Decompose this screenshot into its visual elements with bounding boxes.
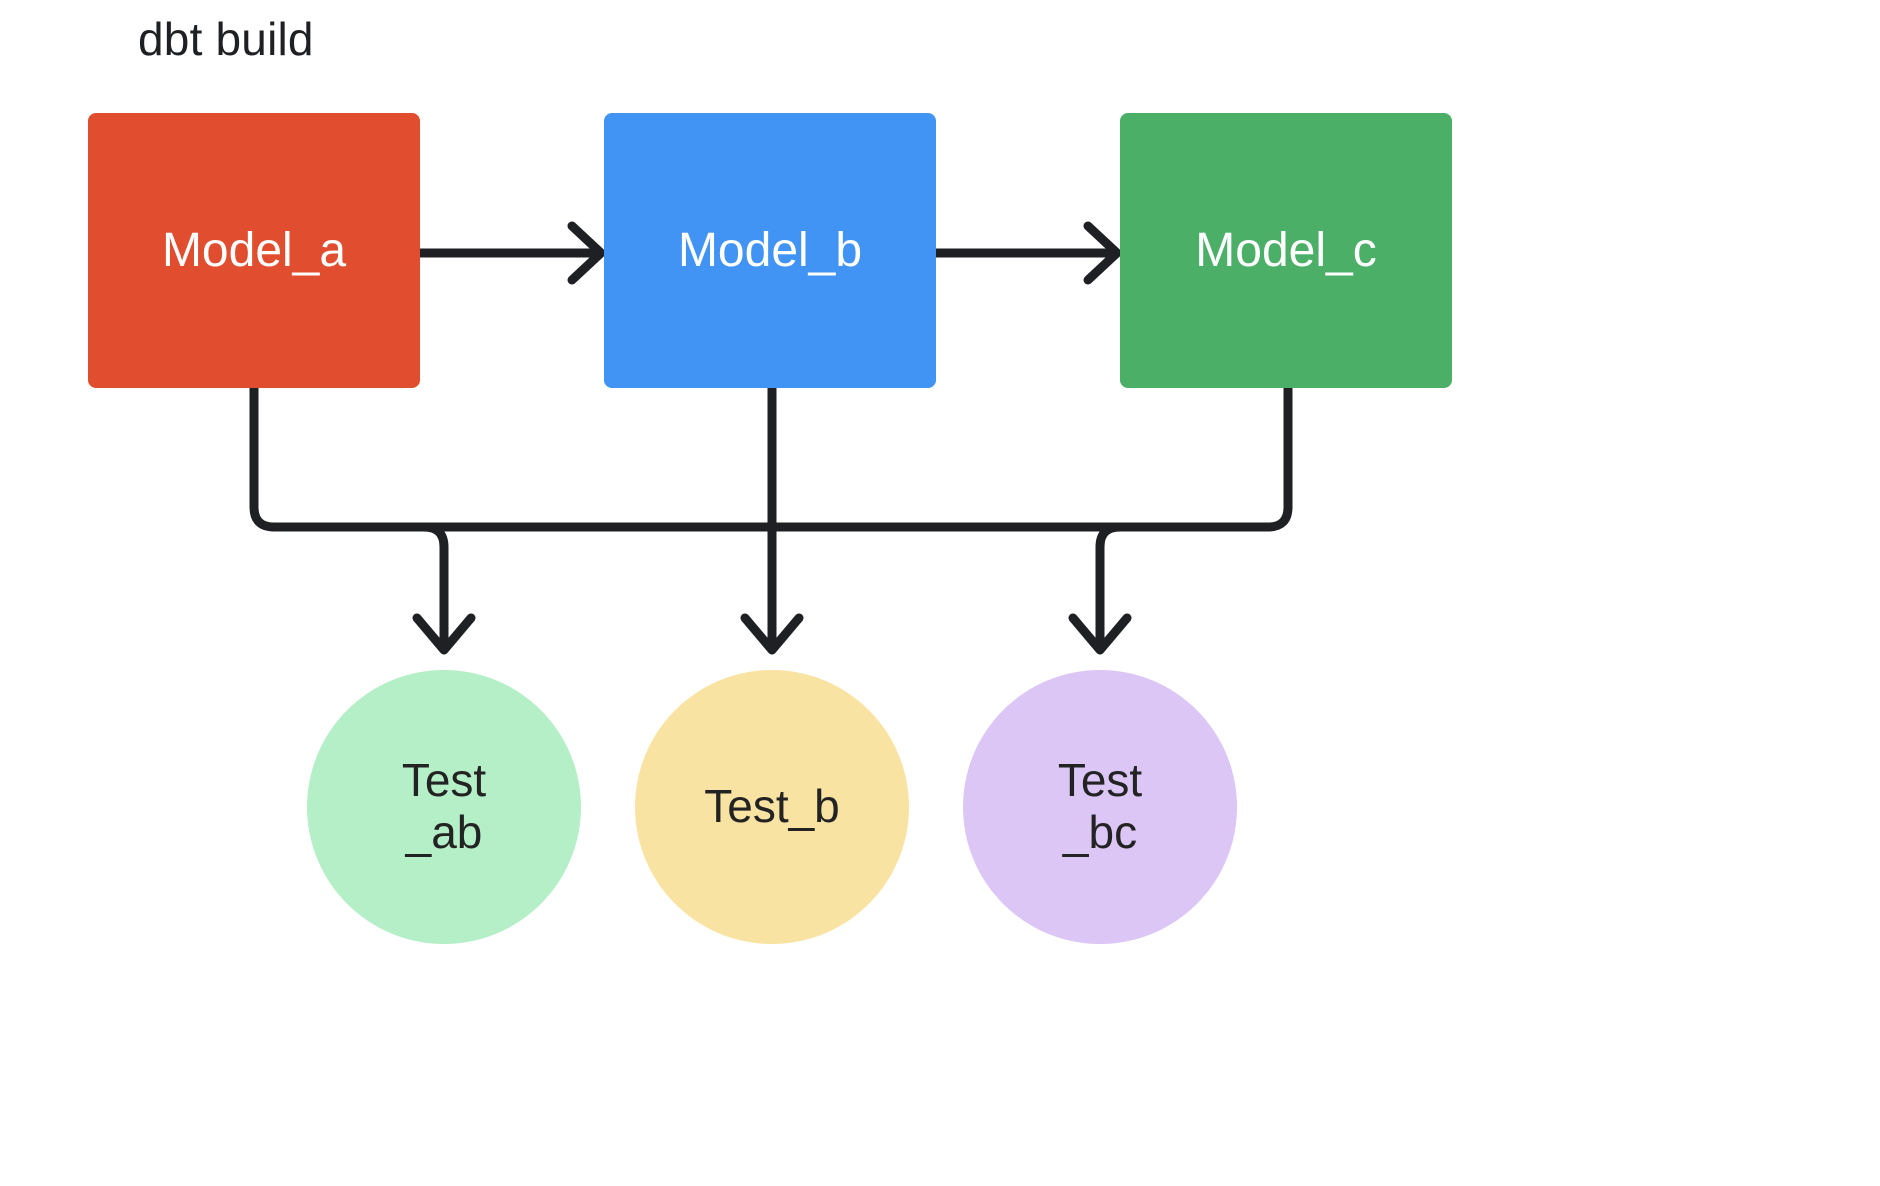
node-model-b[interactable]: Model_b <box>604 113 936 388</box>
node-test-b[interactable]: Test_b <box>635 670 909 944</box>
node-model-c-label: Model_c <box>1195 223 1377 277</box>
edge-model-b-to-model-c <box>931 221 1122 285</box>
node-model-a-label: Model_a <box>161 223 347 277</box>
diagram-title: dbt build <box>138 13 314 65</box>
node-model-a[interactable]: Model_a <box>88 113 420 388</box>
node-test-b-label-line1: Test_b <box>704 780 840 833</box>
node-test-bc-label-line2: _bc <box>1062 806 1138 858</box>
node-test-ab-label-line2: _ab <box>405 806 483 858</box>
node-model-b-label: Model_b <box>677 223 863 277</box>
node-test-bc-label-line1: Test <box>1057 754 1143 807</box>
edge-model-c-to-test-bc <box>1068 383 1293 655</box>
node-test-bc[interactable]: Test _bc <box>963 670 1237 944</box>
node-model-c[interactable]: Model_c <box>1120 113 1452 388</box>
edge-model-b-to-test-b <box>740 383 804 655</box>
node-test-ab-label-line1: Test <box>401 754 487 807</box>
node-test-ab[interactable]: Test _ab <box>307 670 581 944</box>
edge-model-a-to-model-b <box>415 221 606 285</box>
edge-model-a-to-test-ab <box>249 383 476 655</box>
